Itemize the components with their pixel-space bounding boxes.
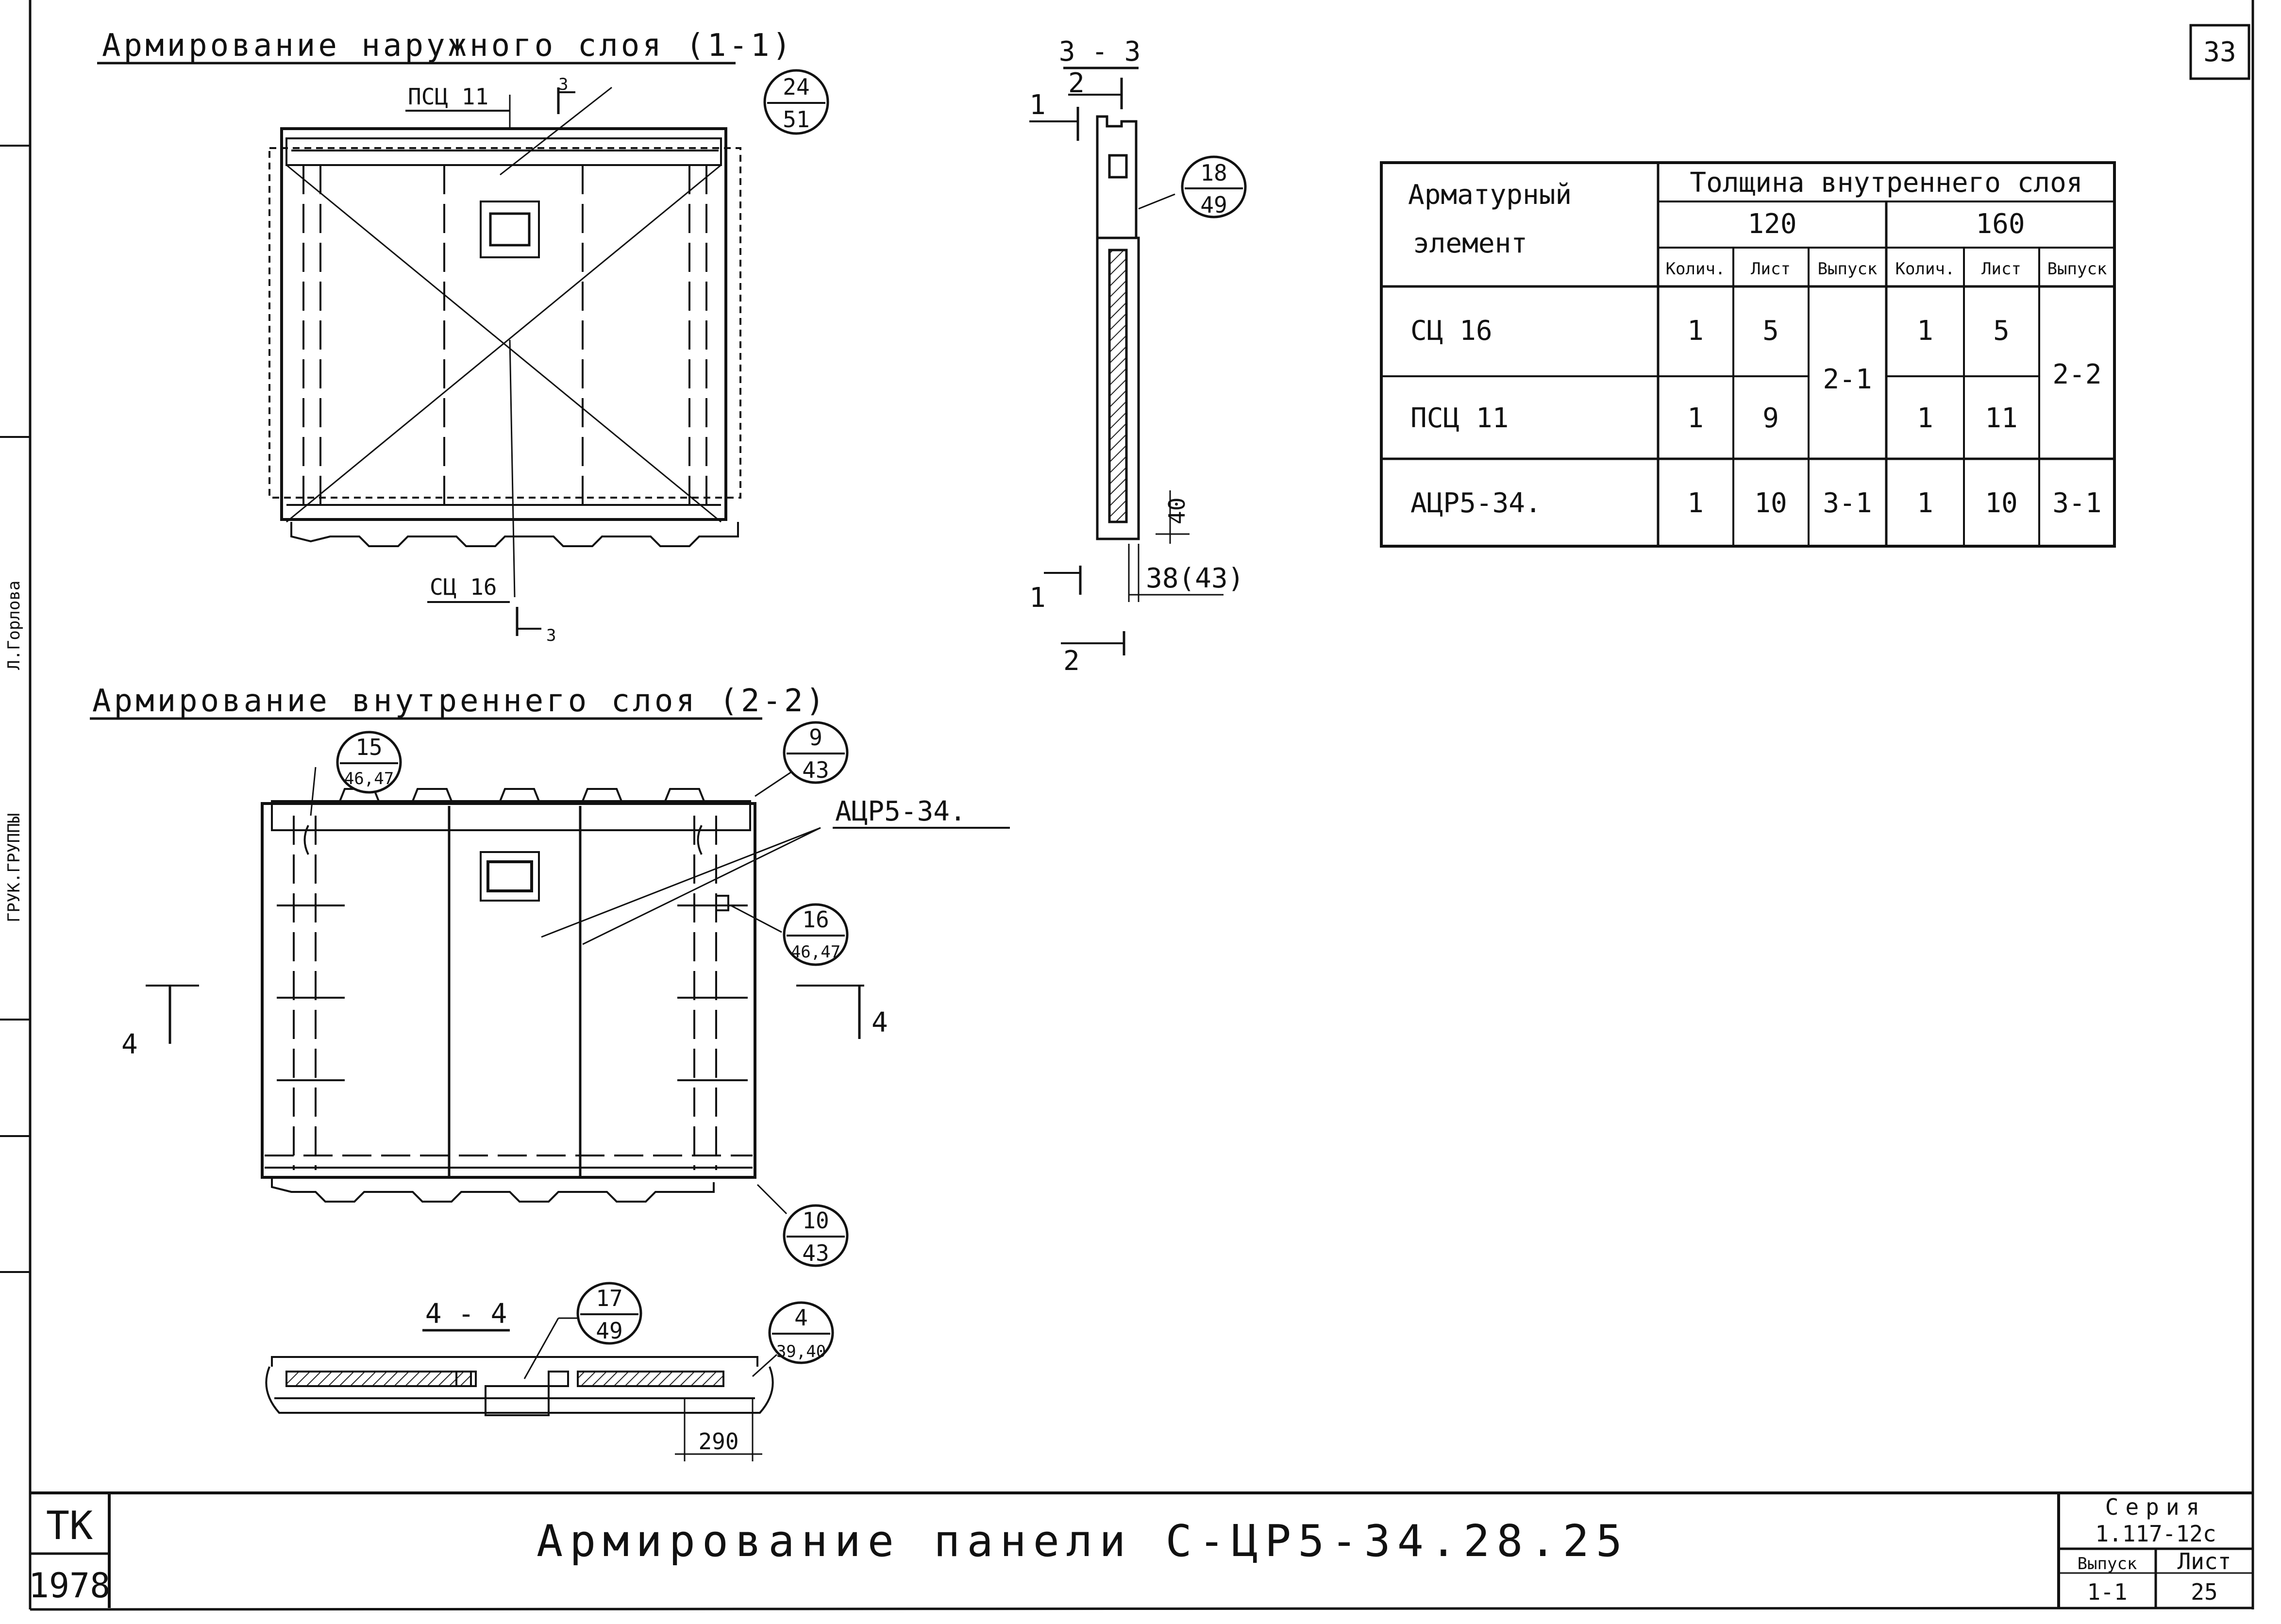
- svg-text:3-1: 3-1: [2052, 487, 2101, 519]
- svg-text:24: 24: [783, 74, 809, 100]
- svg-text:Выпуск: Выпуск: [2047, 259, 2107, 279]
- issue-value: 1-1: [2087, 1579, 2127, 1605]
- drawing-title: Армирование панели С-ЦР5-34.28.25: [537, 1516, 1629, 1567]
- sheet-value: 25: [2191, 1579, 2217, 1605]
- svg-text:1: 1: [1917, 315, 1933, 347]
- section-mark-3-bottom: 3: [546, 626, 556, 645]
- svg-text:43: 43: [802, 757, 829, 783]
- callout-10-43: 10 43: [783, 1204, 849, 1267]
- section-3-3-view: 3 - 3 2 1 18 49 40 38(43) 1: [1029, 36, 1247, 677]
- side-stamp-text-2: ГРУК.ГРУППЫ: [4, 813, 24, 922]
- svg-text:5: 5: [1993, 315, 2010, 347]
- inner-panel-outline: [261, 788, 756, 1203]
- table-row-name: АЦР5-34.: [1410, 487, 1542, 519]
- svg-text:1: 1: [1687, 402, 1704, 434]
- svg-text:18: 18: [1200, 160, 1227, 186]
- side-stamp: ГРУК.ГРУППЫ Л.Горлова: [4, 581, 24, 922]
- svg-text:1: 1: [1687, 315, 1704, 347]
- svg-text:49: 49: [596, 1318, 622, 1344]
- outer-layer-view: Армирование наружного слоя (1-1) ПСЦ 11: [97, 28, 829, 645]
- section-3-3-title: 3 - 3: [1059, 36, 1141, 67]
- svg-text:15: 15: [355, 734, 382, 760]
- table-row-name: СЦ 16: [1410, 315, 1493, 347]
- label-acr5-34: АЦР5-34.: [835, 796, 966, 827]
- issue-label: Выпуск: [2078, 1554, 2137, 1574]
- org-code: ТК: [46, 1503, 93, 1548]
- table-group-120: 120: [1747, 208, 1796, 240]
- svg-text:Колич.: Колич.: [1895, 259, 1955, 279]
- reinforcement-table: [1380, 161, 2116, 548]
- table-head-element-2: элемент: [1413, 228, 1527, 259]
- svg-text:10: 10: [1985, 487, 2017, 519]
- svg-text:39,40: 39,40: [776, 1342, 826, 1361]
- outer-layer-title: Армирование наружного слоя (1-1): [102, 28, 794, 64]
- table-row-name: ПСЦ 11: [1410, 402, 1509, 434]
- section-4-4-view: 4 - 4 17 49 4 39,40 290: [265, 1282, 834, 1461]
- svg-text:Лист: Лист: [1981, 259, 2021, 279]
- svg-text:46,47: 46,47: [344, 769, 394, 788]
- year: 1978: [29, 1566, 111, 1606]
- corner-number: 33: [2203, 36, 2236, 68]
- svg-text:1: 1: [1917, 402, 1933, 434]
- label-sc16: СЦ 16: [430, 574, 497, 600]
- svg-text:3-1: 3-1: [1823, 487, 1872, 519]
- svg-text:1: 1: [1687, 487, 1704, 519]
- table-merged-issue-120: 2-1: [1823, 364, 1872, 395]
- series-value: 1.117-12с: [2095, 1521, 2216, 1547]
- svg-text:Лист: Лист: [1751, 259, 1791, 279]
- section-mark-4-left: 4: [121, 1029, 138, 1060]
- svg-text:9: 9: [1762, 402, 1779, 434]
- svg-text:46,47: 46,47: [791, 942, 840, 962]
- svg-text:43: 43: [802, 1240, 829, 1266]
- outer-panel-outline: [268, 127, 741, 547]
- svg-text:Выпуск: Выпуск: [1818, 259, 1878, 279]
- section-4-4-title: 4 - 4: [425, 1298, 507, 1330]
- label-psc11: ПСЦ 11: [408, 84, 488, 110]
- svg-text:5: 5: [1762, 315, 1779, 347]
- table-group-160: 160: [1976, 208, 2025, 240]
- dim-38-43: 38(43): [1146, 563, 1244, 594]
- series-label: Серия: [2105, 1494, 2206, 1520]
- table-head-element-1: Арматурный: [1408, 179, 1572, 211]
- svg-text:9: 9: [809, 724, 822, 751]
- title-block: [30, 1491, 2253, 1608]
- callout-9-43: 9 43: [783, 721, 849, 784]
- side-stamp-text-1: Л.Горлова: [4, 581, 24, 670]
- callout-18-49: 18 49: [1181, 155, 1247, 218]
- svg-text:1: 1: [1029, 89, 1046, 121]
- table-head-thickness: Толщина внутреннего слоя: [1690, 167, 2082, 199]
- svg-text:11: 11: [1985, 402, 2017, 434]
- table-text: Арматурный элемент Толщина внутреннего с…: [1408, 167, 2107, 519]
- callout-24-51: 24 51: [763, 69, 829, 135]
- section-mark-3-top: 3: [558, 75, 568, 94]
- svg-text:1: 1: [1917, 487, 1933, 519]
- title-block-text: ТК 1978 Армирование панели С-ЦР5-34.28.2…: [29, 1494, 2231, 1606]
- svg-text:10: 10: [802, 1207, 829, 1234]
- inner-layer-title: Армирование внутреннего слоя (2-2): [92, 683, 827, 719]
- svg-text:17: 17: [596, 1285, 622, 1311]
- inner-layer-view: Армирование внутреннего слоя (2-2): [90, 683, 1010, 1267]
- section-mark-4-right: 4: [872, 1007, 888, 1038]
- callout-15-46-47: 15 46,47: [336, 731, 402, 794]
- table-merged-issue-160: 2-2: [2052, 359, 2101, 390]
- callout-16-46-47: 16 46,47: [783, 903, 849, 966]
- svg-text:2: 2: [1063, 645, 1080, 677]
- dim-290: 290: [698, 1428, 738, 1455]
- svg-text:1: 1: [1029, 582, 1046, 614]
- corner-number-box: 33: [2189, 24, 2250, 80]
- svg-text:51: 51: [783, 106, 809, 133]
- dim-40: 40: [1164, 498, 1190, 524]
- svg-text:10: 10: [1754, 487, 1787, 519]
- callout-17-49: 17 49: [576, 1282, 642, 1345]
- svg-text:Колич.: Колич.: [1666, 259, 1726, 279]
- svg-text:49: 49: [1200, 192, 1227, 218]
- sheet-label: Лист: [2178, 1548, 2231, 1574]
- svg-text:16: 16: [802, 906, 829, 933]
- svg-text:4: 4: [794, 1305, 808, 1331]
- callout-4-39-40: 4 39,40: [768, 1301, 834, 1364]
